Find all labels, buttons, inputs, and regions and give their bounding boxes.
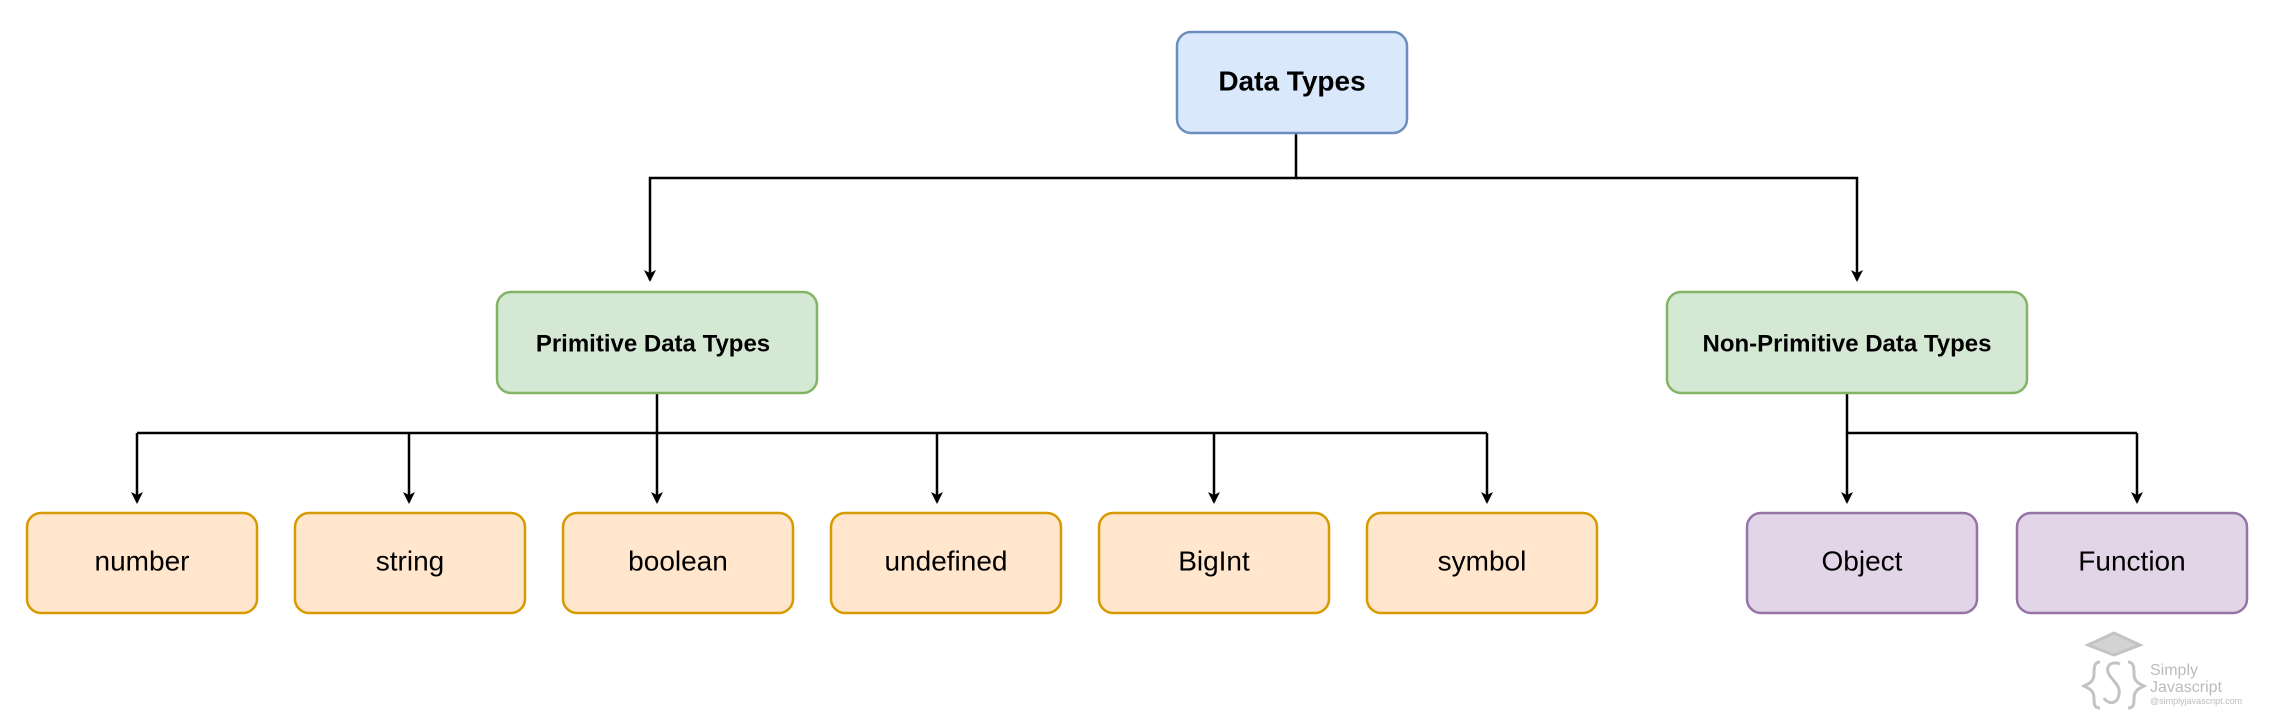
leaf-node-boolean: boolean	[561, 511, 795, 615]
leaf-label-string: string	[376, 545, 444, 576]
leaf-label-boolean: boolean	[628, 545, 728, 576]
category-node-nonprimitive: Non-Primitive Data Types	[1665, 290, 2029, 395]
watermark-brand-line1: Simply	[2150, 662, 2198, 679]
watermark: Simply Javascript @simplyjavascript.com	[2080, 631, 2242, 710]
leaf-label-bigint: BigInt	[1178, 545, 1250, 576]
leaf-node-function: Function	[2015, 511, 2249, 615]
leaf-label-symbol: symbol	[1438, 545, 1527, 576]
logo-icon	[2080, 631, 2148, 710]
watermark-brand-line2: Javascript	[2150, 679, 2223, 696]
connectors	[131, 133, 2143, 504]
leaf-node-number: number	[25, 511, 259, 615]
leaf-label-undefined: undefined	[884, 545, 1007, 576]
leaf-label-object: Object	[1822, 545, 1903, 576]
leaf-node-symbol: symbol	[1365, 511, 1599, 615]
leaf-node-bigint: BigInt	[1097, 511, 1331, 615]
connector-root-to-primitive	[644, 133, 1298, 282]
category-label-nonprimitive: Non-Primitive Data Types	[1703, 330, 1992, 357]
category-label-primitive: Primitive Data Types	[536, 330, 770, 357]
leaf-node-object: Object	[1745, 511, 1979, 615]
watermark-site: @simplyjavascript.com	[2150, 696, 2242, 706]
leaf-node-string: string	[293, 511, 527, 615]
leaf-label-function: Function	[2078, 545, 2185, 576]
connector-root-to-nonprimitive	[1296, 176, 1863, 282]
connector-nonprimitive-trunk	[1845, 393, 2137, 435]
connector-primitive-trunk	[137, 393, 1487, 435]
leaf-node-undefined: undefined	[829, 511, 1063, 615]
leaf-label-number: number	[95, 545, 190, 576]
category-node-primitive: Primitive Data Types	[495, 290, 819, 395]
root-node-label: Data Types	[1218, 65, 1365, 96]
root-node: Data Types	[1175, 30, 1409, 135]
